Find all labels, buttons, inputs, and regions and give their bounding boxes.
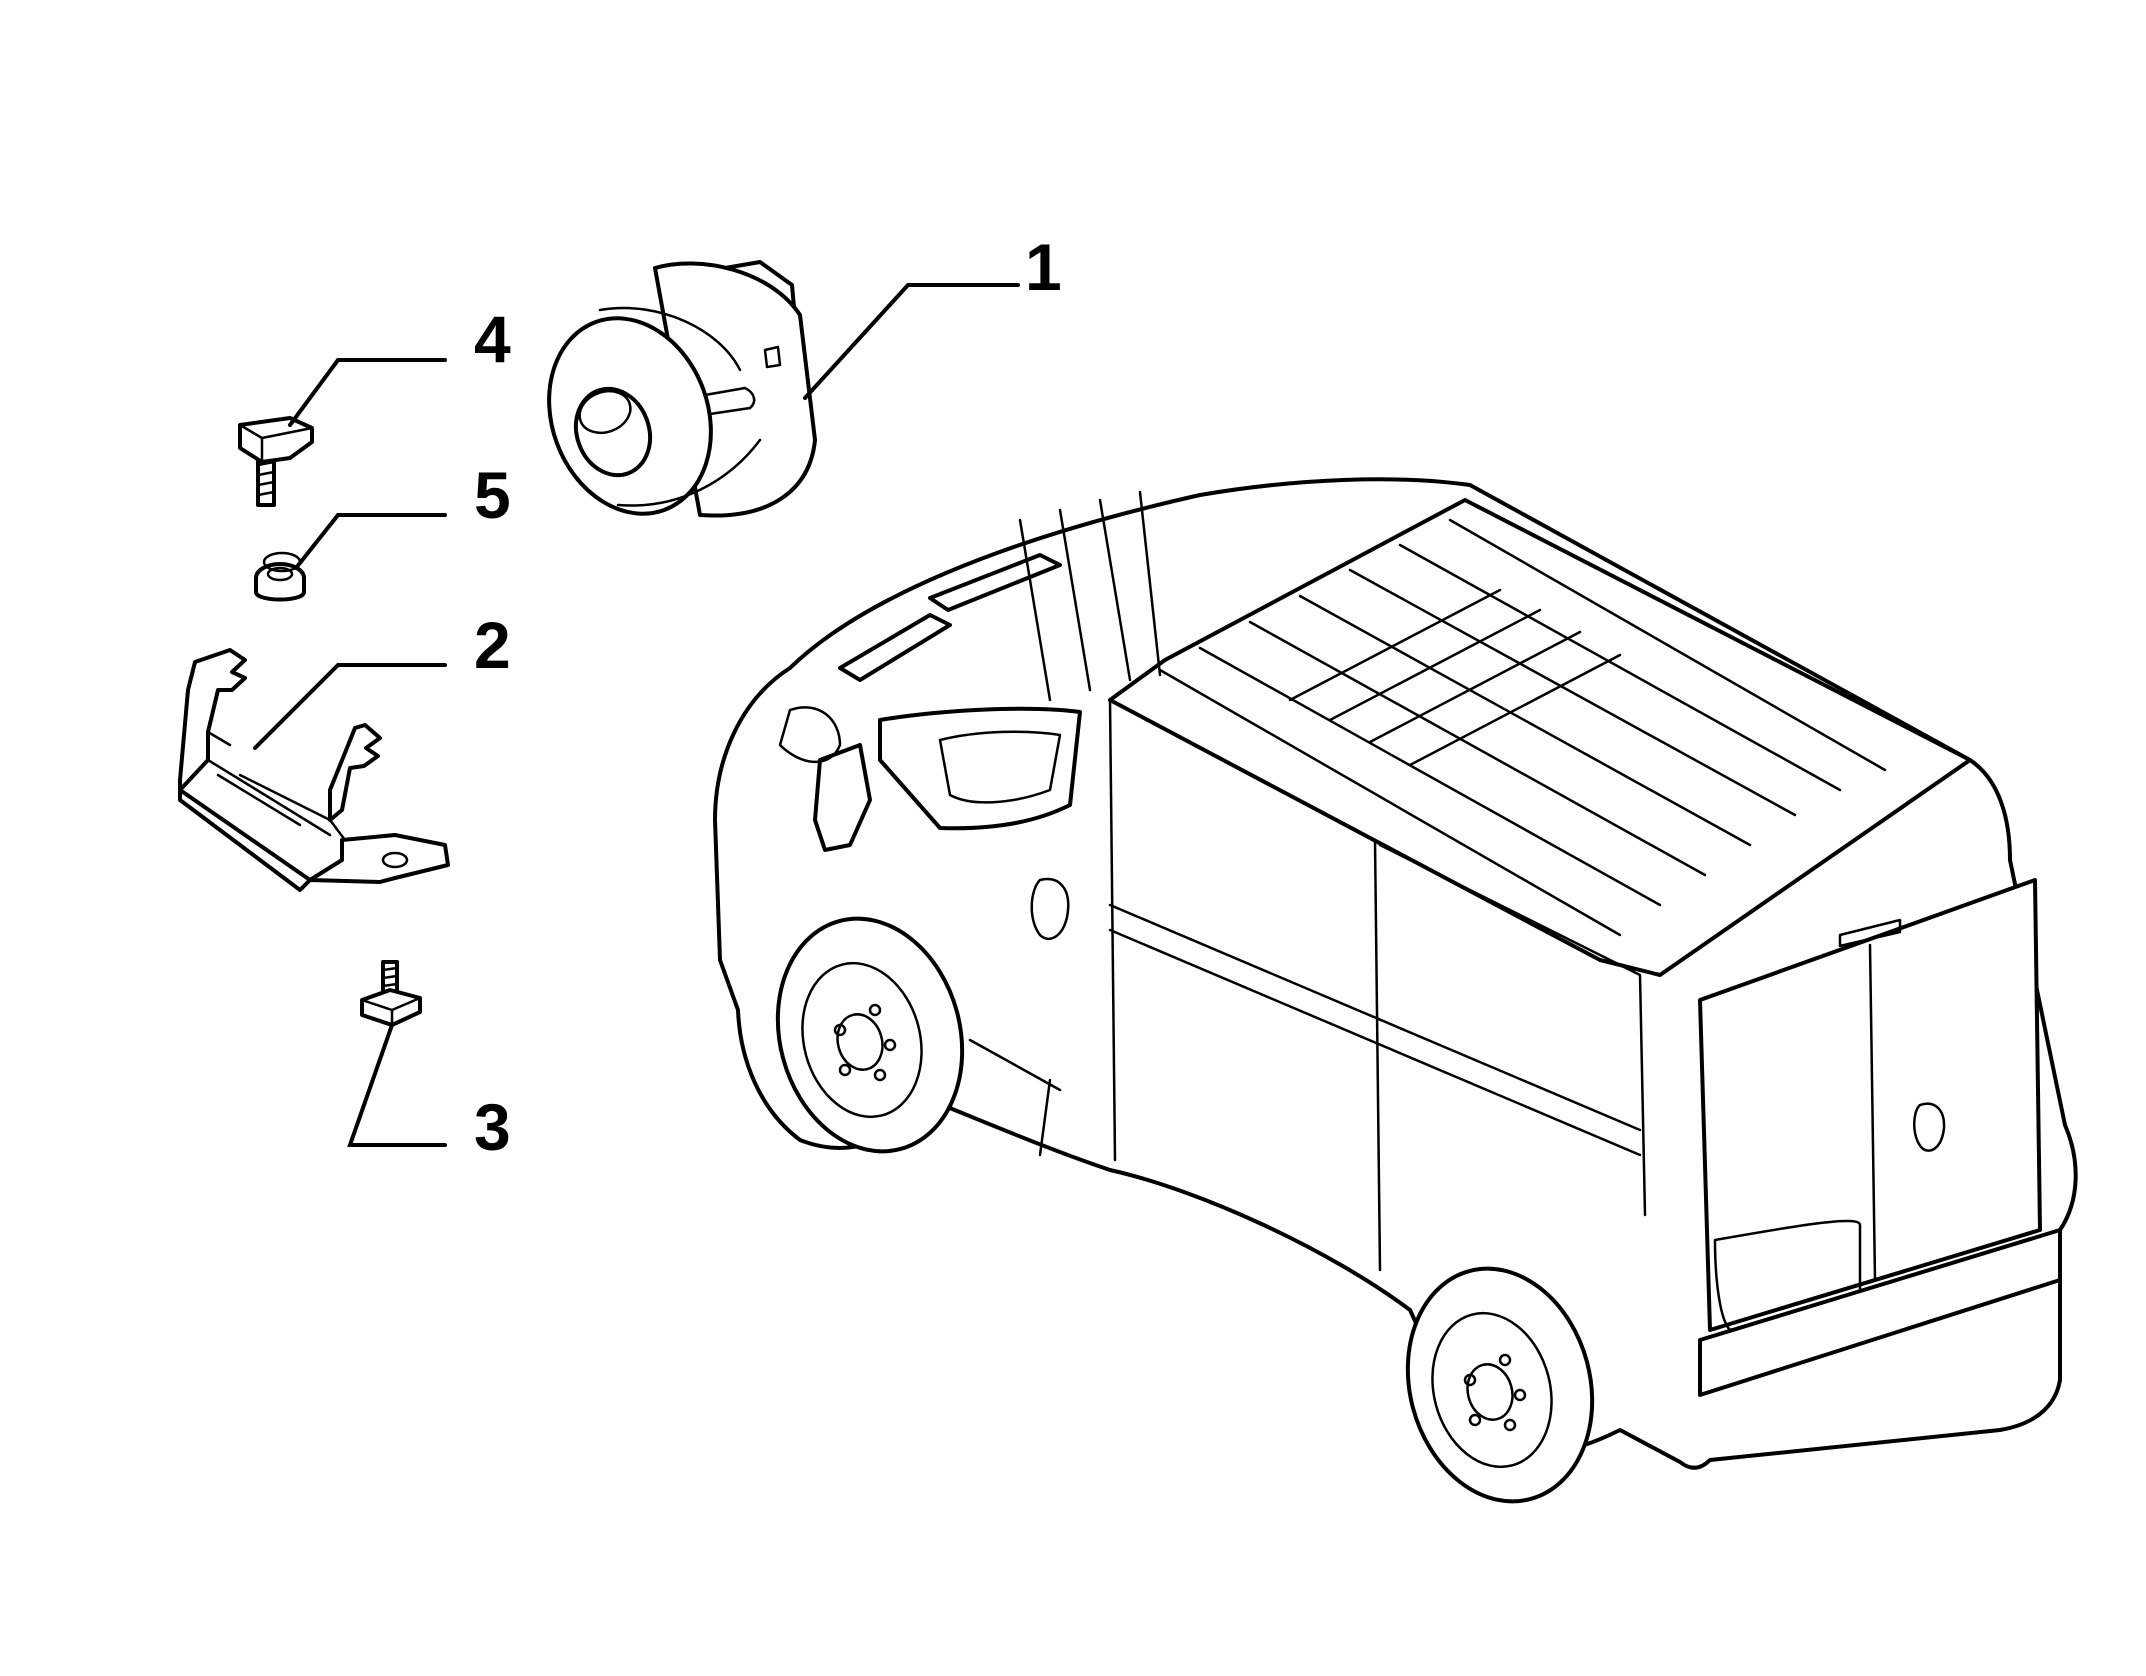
- part-5-nut: [254, 551, 306, 602]
- callout-3: 3: [474, 1090, 511, 1164]
- rear-wheel: [1405, 1266, 1595, 1504]
- leader-3: [347, 1023, 447, 1147]
- front-wheel: [775, 916, 965, 1154]
- part-4-bolt: [238, 416, 314, 507]
- leader-1: [803, 283, 1020, 400]
- van-illustration: [713, 477, 2078, 1504]
- callout-5: 5: [474, 458, 511, 532]
- callout-labels: 1 4 5 2 3: [474, 230, 1062, 1164]
- callout-4: 4: [474, 302, 511, 376]
- leader-lines: [253, 283, 1020, 1147]
- part-3-stud: [360, 960, 422, 1027]
- part-2-bracket: [178, 648, 450, 892]
- part-1-buzzer: [547, 260, 817, 518]
- leader-5: [294, 513, 447, 570]
- leader-2: [253, 663, 447, 750]
- callout-2: 2: [474, 608, 511, 682]
- leader-4: [288, 358, 447, 427]
- callout-1: 1: [1025, 230, 1062, 304]
- roof-rails: [1158, 518, 1887, 937]
